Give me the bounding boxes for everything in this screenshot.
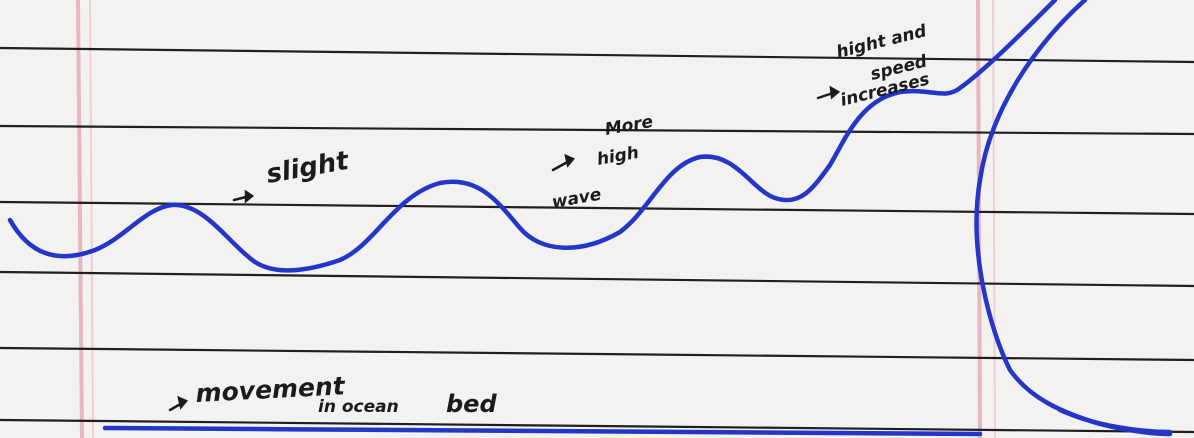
left-margin-line-2 xyxy=(89,0,94,438)
rule-line-4 xyxy=(0,270,1194,288)
rule-line-2 xyxy=(0,124,1194,136)
rule-line-5 xyxy=(0,346,1194,362)
annotation-arrows xyxy=(168,85,841,412)
more-high-arrow-head xyxy=(564,153,576,168)
label-bed: bed xyxy=(446,390,497,418)
wave-curl-tip xyxy=(1057,407,1173,435)
slight-arrow-head xyxy=(244,189,255,204)
movement-arrow-head xyxy=(177,395,189,410)
left-margin-line xyxy=(76,0,84,438)
wave-drawing xyxy=(7,0,1173,437)
hight-speed-arrow-head xyxy=(829,85,841,100)
rule-line-6 xyxy=(0,418,1194,434)
ocean-bed-line xyxy=(102,425,983,437)
ruled-lines xyxy=(0,46,1194,434)
wave-crest-line xyxy=(7,0,1058,273)
rule-line-3 xyxy=(0,200,1194,216)
label-in-ocean: in ocean xyxy=(318,397,399,417)
right-margin-line-2 xyxy=(992,0,996,438)
